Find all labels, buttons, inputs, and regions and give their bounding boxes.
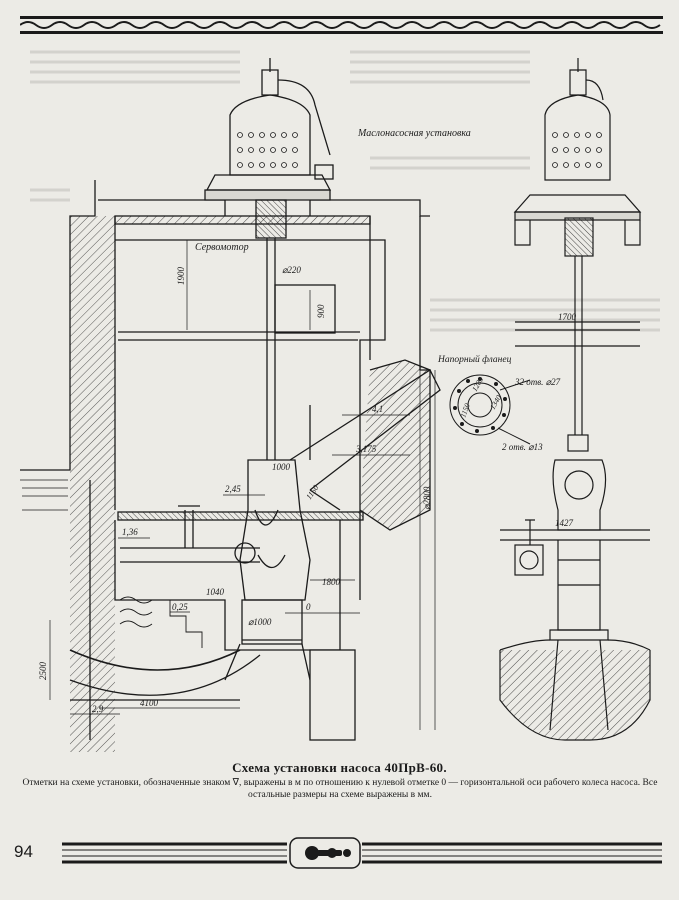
- dim-w1800: 1800: [322, 577, 341, 587]
- top-ornamental-border: [20, 16, 663, 34]
- dim-w1700: 1700: [558, 312, 577, 322]
- dim-m29: 2,9: [92, 704, 104, 714]
- page-number: 94: [14, 842, 33, 861]
- servomotor-label: Сервомотор: [195, 242, 249, 253]
- dim-w4100: 4100: [140, 698, 159, 708]
- dim-w1040: 1040: [206, 587, 225, 597]
- dim-m3175: 3,175: [355, 444, 377, 454]
- dim-d1000: ⌀1000: [248, 617, 272, 627]
- dim-h2500: 2500: [38, 662, 48, 681]
- emblem-icon: [305, 846, 351, 860]
- pump-installation-drawing: Маслонасосная установка Сервомотор Напор…: [20, 50, 660, 752]
- figure-caption-text: Отметки на схеме установки, обозначенные…: [22, 778, 658, 800]
- dim-m245: 2,45: [225, 484, 241, 494]
- main-section-view: [20, 58, 441, 752]
- dim-1150b: 1150: [304, 483, 320, 501]
- thrust-flange-detail: [449, 374, 531, 445]
- dimension-lines: [49, 240, 436, 730]
- dim-d1285: 1285: [470, 375, 485, 393]
- dim-h900: 900: [316, 304, 326, 318]
- figure-caption-title: Схема установки насоса 40ПрВ-60.: [232, 760, 447, 775]
- water-surface: [20, 479, 68, 511]
- dim-zero: 0: [306, 602, 311, 612]
- dim-d1340: 1340: [488, 393, 503, 411]
- oil-unit-label: Маслонасосная установка: [357, 128, 471, 139]
- dim-m136: 1,36: [122, 527, 138, 537]
- dim-d220: ⌀220: [282, 265, 301, 275]
- thrust-flange-label: Напорный фланец: [437, 354, 512, 365]
- bottom-ornamental-border: [62, 837, 662, 869]
- dim-h1900: 1900: [176, 267, 186, 286]
- side-view: [499, 58, 651, 741]
- dim-holes2: 2 отв. ⌀13: [502, 442, 543, 452]
- rubble-hatch: [119, 596, 203, 648]
- motor-vent-holes: [237, 132, 602, 168]
- dim-1000: 1000: [272, 462, 291, 472]
- dim-m025: 0,25: [172, 602, 188, 612]
- dim-d2800: ⌀2800: [422, 486, 432, 510]
- dim-d1150: 1150: [458, 402, 471, 419]
- dim-m41: 4,1: [372, 404, 383, 414]
- dim-holes32: 32 отв. ⌀27: [514, 377, 561, 387]
- bleed-through-texture: [30, 50, 660, 332]
- dim-w1427: 1427: [555, 518, 574, 528]
